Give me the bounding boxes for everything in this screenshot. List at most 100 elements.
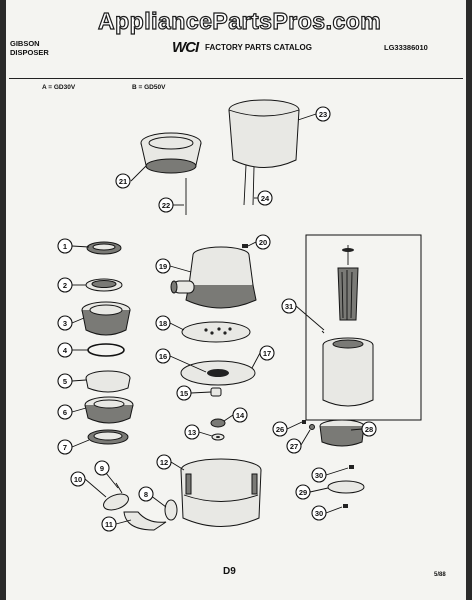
part-20-screw: [242, 244, 248, 248]
svg-text:6: 6: [63, 408, 67, 417]
callout-31: 31: [281, 298, 297, 314]
callout-22: 23: [315, 106, 331, 122]
callout-6: 6: [57, 404, 73, 420]
callout-18: 18: [155, 315, 171, 331]
callout-16: 16: [155, 348, 171, 364]
svg-text:8: 8: [144, 490, 148, 499]
part-8-clamp: [164, 499, 178, 521]
svg-text:12: 12: [160, 458, 168, 467]
part-4-o-ring: [87, 343, 125, 357]
callout-26: 26: [272, 421, 288, 437]
part-11-elbow: [123, 511, 167, 531]
callout-21: 21: [115, 173, 131, 189]
part-22-sound-shield: [228, 99, 300, 206]
part-27-washer: [309, 424, 315, 430]
wci-logo: WCI: [172, 39, 199, 56]
part-5-clamp-ring: [85, 370, 131, 393]
svg-text:31: 31: [285, 302, 293, 311]
callout-4: 4: [57, 342, 73, 358]
svg-text:30: 30: [315, 471, 323, 480]
brand-line-2: DISPOSER: [10, 48, 49, 57]
callout-27: 27: [286, 438, 302, 454]
callout-5: 5: [57, 373, 73, 389]
exploded-parts-diagram: 21 22 23 24 1 2 3 4 5 6 7 19 20 18 16 17…: [57, 99, 422, 532]
svg-text:26: 26: [276, 425, 284, 434]
svg-text:5: 5: [63, 377, 67, 386]
watermark: AppliancePartsPros.com: [97, 7, 382, 34]
model-b-label: B = GD50V: [132, 84, 166, 91]
callout-14: 14: [232, 407, 248, 423]
part-17-disc: [180, 360, 256, 386]
parts-catalog-sheet: AppliancePartsPros.com GIBSON DISPOSER W…: [6, 0, 466, 600]
part-26-screw: [302, 420, 306, 424]
part-21-flange: [140, 132, 202, 174]
svg-text:24: 24: [261, 194, 270, 203]
callout-30-a: 30: [311, 467, 327, 483]
svg-text:11: 11: [105, 520, 113, 529]
callout-24: 24: [257, 190, 273, 206]
callout-8: 8: [138, 486, 154, 502]
callout-19: 19: [155, 258, 171, 274]
svg-text:9: 9: [100, 464, 104, 473]
callout-28: 28: [361, 421, 377, 437]
callout-9: 9: [94, 460, 110, 476]
callout-2: 2: [57, 277, 73, 293]
svg-text:29: 29: [299, 488, 307, 497]
catalog-number: LG33386010: [384, 43, 428, 52]
part-19-upper-housing: [170, 246, 257, 309]
svg-text:19: 19: [159, 262, 167, 271]
part-9-bolt: [115, 482, 123, 494]
motor-assembly-frame: [305, 234, 422, 421]
catalog-title: FACTORY PARTS CATALOG: [205, 43, 312, 52]
callout-3: 3: [57, 315, 73, 331]
page-number: D9: [223, 566, 236, 577]
callout-29: 29: [295, 484, 311, 500]
part-18-plate: [181, 321, 251, 343]
part-29-cover-plate: [327, 480, 365, 494]
svg-text:2: 2: [63, 281, 67, 290]
callout-30-b: 30: [311, 505, 327, 521]
callout-labels: 21 22 23 24 1 2 3 4 5 6 7 19 20 18 16 17…: [57, 106, 377, 532]
leader-lines: [71, 113, 363, 525]
part-14-washer: [210, 418, 226, 428]
svg-text:3: 3: [63, 319, 67, 328]
svg-text:10: 10: [74, 475, 82, 484]
part-7-gasket: [87, 429, 129, 445]
part-31-motor: [321, 245, 374, 407]
svg-text:15: 15: [180, 389, 188, 398]
part-3-threaded-collar: [81, 301, 131, 336]
svg-text:7: 7: [63, 443, 67, 452]
part-15-nut: [210, 387, 222, 397]
svg-text:4: 4: [63, 346, 68, 355]
model-a-label: A = GD30V: [42, 84, 76, 91]
header-rule: [9, 78, 463, 79]
svg-text:18: 18: [159, 319, 167, 328]
svg-text:21: 21: [119, 177, 127, 186]
part-28-lower-cover: [319, 419, 365, 447]
part-1-gasket: [86, 241, 122, 255]
svg-text:23: 23: [319, 110, 327, 119]
callout-15: 15: [176, 385, 192, 401]
part-12-lower-housing: [180, 458, 262, 527]
part-30-screw-b: [343, 504, 348, 508]
svg-text:28: 28: [365, 425, 373, 434]
callout-17: 17: [259, 345, 275, 361]
callout-13: 13: [184, 424, 200, 440]
svg-text:22: 22: [162, 201, 170, 210]
svg-text:1: 1: [63, 242, 67, 251]
part-2-ring: [85, 278, 123, 292]
callout-23: 22: [158, 197, 174, 213]
svg-text:30: 30: [315, 509, 323, 518]
part-30-screw-a: [349, 465, 354, 469]
callout-11: 11: [101, 516, 117, 532]
part-13-washer: [211, 433, 225, 441]
callout-1: 1: [57, 238, 73, 254]
brand-line-1: GIBSON: [10, 39, 40, 48]
date-code: 5/88: [434, 572, 446, 578]
part-6-mount-ring: [84, 396, 134, 424]
svg-text:27: 27: [290, 442, 298, 451]
part-10-flange: [103, 493, 129, 511]
svg-text:13: 13: [188, 428, 196, 437]
callout-12: 12: [156, 454, 172, 470]
svg-text:16: 16: [159, 352, 167, 361]
